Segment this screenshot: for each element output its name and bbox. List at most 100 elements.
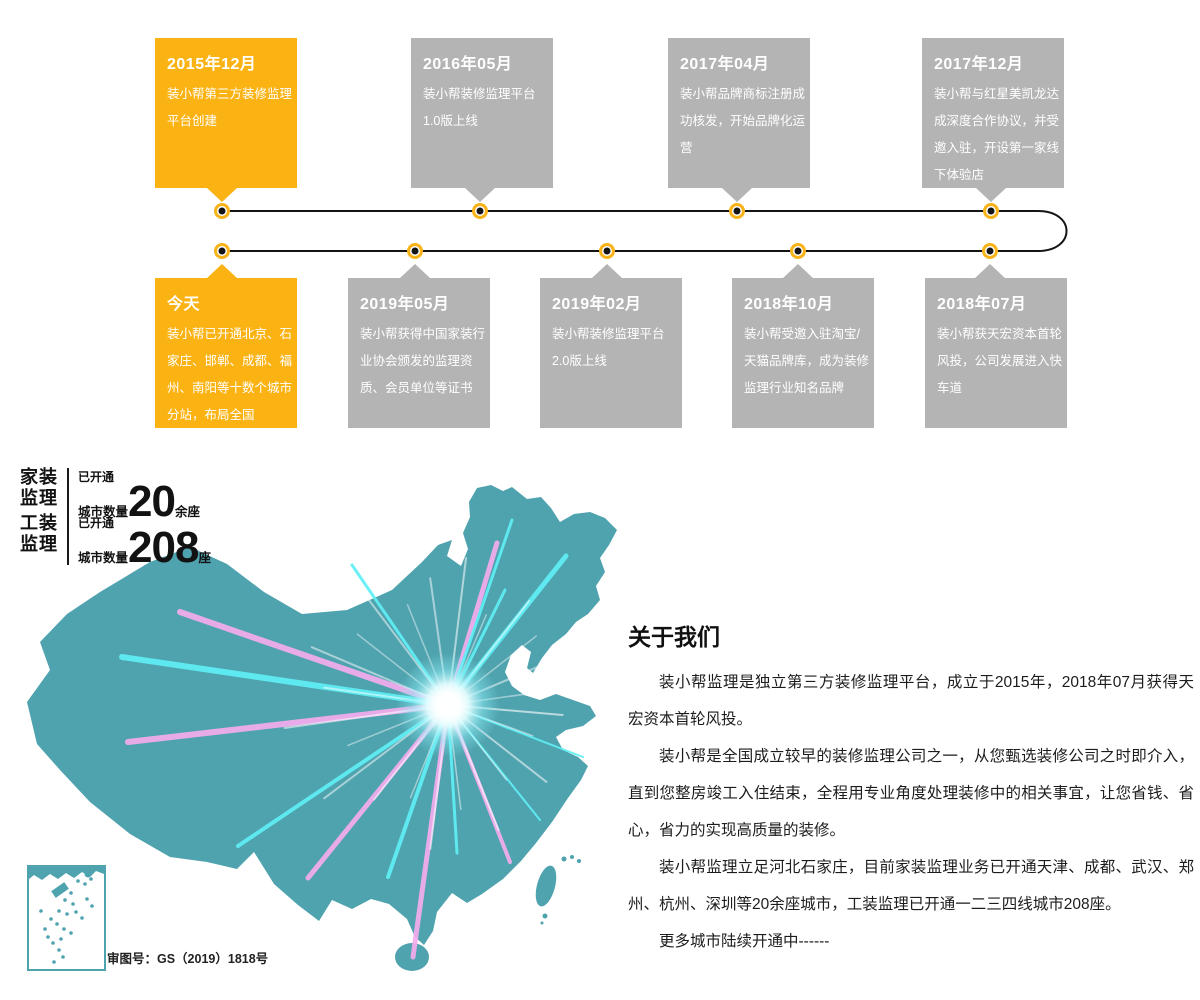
card-pointer bbox=[975, 264, 1005, 278]
timeline-dot bbox=[790, 243, 806, 259]
coastal-islets bbox=[540, 855, 581, 925]
milestone-date: 2017年12月 bbox=[934, 56, 1024, 73]
about-paragraph-3: 更多城市陆续开通中------ bbox=[659, 933, 830, 950]
inset-island-dot bbox=[57, 909, 61, 913]
south-china-sea-inset bbox=[27, 865, 106, 971]
stat-count: 208 bbox=[128, 523, 199, 572]
coastal-islet bbox=[577, 859, 581, 863]
about-paragraph-2: 装小帮监理立足河北石家庄，目前家装监理业务已开通天津、成都、武汉、郑州、杭州、深… bbox=[628, 859, 1194, 913]
timeline-dot bbox=[407, 243, 423, 259]
stat-label-line: 工装 bbox=[20, 513, 58, 533]
card-pointer bbox=[976, 188, 1006, 202]
milestone-card-top-2: 2017年04月装小帮品牌商标注册成功核发，开始品牌化运营 bbox=[668, 38, 810, 188]
coastal-islet bbox=[542, 913, 548, 919]
milestone-desc: 装小帮装修监理平台2.0版上线 bbox=[552, 327, 665, 368]
stat-divider bbox=[67, 514, 69, 565]
about-paragraph-1: 装小帮是全国成立较早的装修监理公司之一，从您甄选装修公司之时即介入，直到您整房竣… bbox=[628, 748, 1194, 839]
milestone-card-bottom-3: 2018年10月装小帮受邀入驻淘宝/天猫品牌库，成为装修监理行业知名品牌 bbox=[732, 278, 874, 428]
card-pointer bbox=[722, 188, 752, 202]
inset-island-dot bbox=[43, 927, 47, 931]
card-pointer bbox=[400, 264, 430, 278]
stat-label-line: 家装 bbox=[20, 467, 58, 487]
milestone-date: 2017年04月 bbox=[680, 56, 770, 73]
inset-island-dot bbox=[61, 955, 65, 959]
timeline-dot bbox=[729, 203, 745, 219]
stat-count: 20 bbox=[128, 477, 176, 526]
inset-island-dot bbox=[90, 904, 94, 908]
inset-coastline bbox=[29, 867, 104, 880]
inset-island-dot bbox=[55, 922, 59, 926]
inset-island-dot bbox=[76, 879, 80, 883]
inset-island-dot bbox=[74, 910, 78, 914]
milestone-card-bottom-2: 2019年02月装小帮装修监理平台2.0版上线 bbox=[540, 278, 682, 428]
about-paragraph-0: 装小帮监理是独立第三方装修监理平台，成立于2015年，2018年07月获得天宏资… bbox=[628, 674, 1194, 728]
timeline-line bbox=[222, 210, 1068, 252]
milestone-card-bottom-0: 今天装小帮已开通北京、石家庄、邯郸、成都、福州、南阳等十数个城市分站，布局全国 bbox=[155, 278, 297, 428]
timeline-dot bbox=[599, 243, 615, 259]
timeline-dot bbox=[982, 243, 998, 259]
milestone-date: 2019年02月 bbox=[552, 296, 642, 313]
timeline-dot bbox=[983, 203, 999, 219]
inset-island-dot bbox=[57, 948, 61, 952]
inset-island-dot bbox=[49, 917, 53, 921]
about-paragraphs: 装小帮监理是独立第三方装修监理平台，成立于2015年，2018年07月获得天宏资… bbox=[628, 664, 1194, 960]
burst-core bbox=[428, 685, 468, 725]
milestone-card-top-0: 2015年12月装小帮第三方装修监理平台创建 bbox=[155, 38, 297, 188]
card-pointer bbox=[592, 264, 622, 278]
timeline-dot bbox=[472, 203, 488, 219]
about-title: 关于我们 bbox=[628, 624, 720, 650]
inset-island-dot bbox=[52, 960, 56, 964]
coastal-islet bbox=[540, 921, 544, 925]
taiwan-island-shape bbox=[535, 865, 557, 907]
milestone-desc: 装小帮已开通北京、石家庄、邯郸、成都、福州、南阳等十数个城市分站，布局全国 bbox=[167, 327, 293, 422]
card-pointer bbox=[783, 264, 813, 278]
inset-island-dot bbox=[59, 937, 63, 941]
milestone-desc: 装小帮装修监理平台1.0版上线 bbox=[423, 87, 536, 128]
timeline-dot bbox=[214, 203, 230, 219]
milestone-date: 2018年07月 bbox=[937, 296, 1027, 313]
stat-label: 工装监理 bbox=[20, 513, 58, 566]
card-pointer bbox=[207, 264, 237, 278]
inset-island-dot bbox=[80, 916, 84, 920]
inset-island-dot bbox=[39, 909, 43, 913]
card-pointer bbox=[465, 188, 495, 202]
inset-island-dot bbox=[62, 927, 66, 931]
stat-count-prefix: 城市数量 bbox=[78, 505, 129, 519]
inset-island-dot bbox=[65, 912, 69, 916]
inset-island-dot bbox=[83, 882, 87, 886]
inset-island-dot bbox=[63, 898, 67, 902]
milestone-date: 2018年10月 bbox=[744, 296, 834, 313]
milestone-card-bottom-1: 2019年05月装小帮获得中国家装行业协会颁发的监理资质、会员单位等证书 bbox=[348, 278, 490, 428]
map-license-number: 审图号：GS（2019）1818号 bbox=[107, 952, 269, 966]
milestone-date: 2015年12月 bbox=[167, 56, 257, 73]
stat-status: 已开通 bbox=[78, 470, 115, 484]
inset-islet bbox=[84, 870, 92, 878]
inset-island-dot bbox=[85, 897, 89, 901]
inset-island-dot bbox=[46, 935, 50, 939]
stat-label-line: 监理 bbox=[20, 534, 58, 554]
inset-border bbox=[27, 865, 106, 971]
milestone-desc: 装小帮获天宏资本首轮风投，公司发展进入快车道 bbox=[937, 327, 1063, 395]
stat-count-suffix: 座 bbox=[198, 551, 211, 565]
coastal-islet bbox=[570, 855, 574, 859]
stat-status: 已开通 bbox=[78, 516, 115, 530]
milestone-date: 今天 bbox=[167, 296, 201, 313]
coastal-islet bbox=[561, 856, 567, 862]
inset-landform bbox=[51, 882, 69, 898]
china-mainland-shape bbox=[27, 485, 617, 945]
milestone-card-top-1: 2016年05月装小帮装修监理平台1.0版上线 bbox=[411, 38, 553, 188]
milestone-desc: 装小帮获得中国家装行业协会颁发的监理资质、会员单位等证书 bbox=[360, 327, 486, 395]
inset-island-dot bbox=[69, 891, 73, 895]
milestone-date: 2019年05月 bbox=[360, 296, 450, 313]
timeline-dot bbox=[214, 243, 230, 259]
inset-island-dot bbox=[89, 877, 93, 881]
stat-count-suffix: 余座 bbox=[174, 505, 200, 519]
inset-island-dot bbox=[51, 941, 55, 945]
